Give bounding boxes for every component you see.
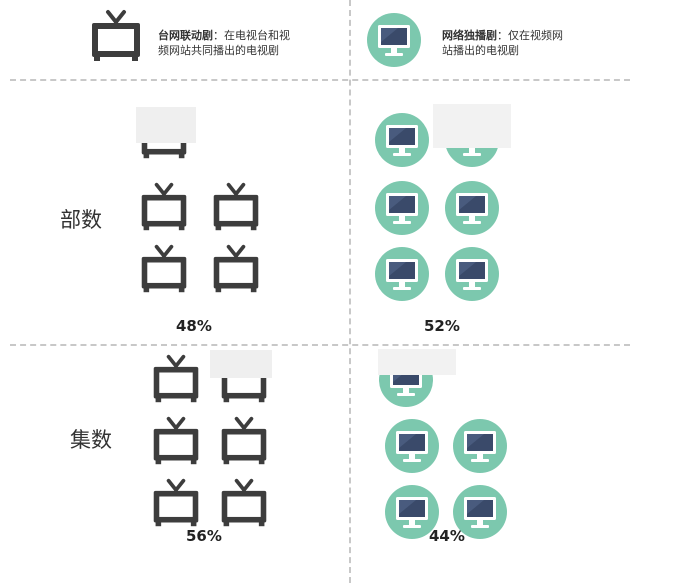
tv-icon bbox=[221, 478, 267, 527]
legend-tv-desc-2: 频网站共同播出的电视剧 bbox=[158, 44, 279, 57]
monitor-icon bbox=[445, 181, 499, 235]
legend-web-text: 网络独播剧：仅在视频网 站播出的电视剧 bbox=[442, 28, 622, 58]
vertical-divider bbox=[349, 0, 351, 583]
tv-icon bbox=[92, 10, 140, 61]
legend-web-desc-2: 站播出的电视剧 bbox=[442, 44, 519, 57]
monitor-icon bbox=[385, 419, 439, 473]
legend-tv-text: 台网联动剧：在电视台和视 频网站共同播出的电视剧 bbox=[158, 28, 338, 58]
row-label-episodes: 集数 bbox=[70, 428, 112, 452]
legend-web-title: 网络独播剧 bbox=[442, 29, 497, 42]
occlusion-patch bbox=[136, 107, 196, 143]
row2-tv-percent: 56% bbox=[186, 527, 222, 545]
tv-icon bbox=[153, 354, 199, 403]
monitor-icon bbox=[375, 247, 429, 301]
legend-tv-title: 台网联动剧 bbox=[158, 29, 213, 42]
tv-icon bbox=[213, 182, 259, 231]
tv-icon bbox=[221, 416, 267, 465]
row1-web-percent: 52% bbox=[424, 317, 460, 335]
occlusion-patch bbox=[433, 104, 511, 148]
tv-icon bbox=[141, 182, 187, 231]
monitor-icon bbox=[445, 247, 499, 301]
monitor-icon bbox=[367, 13, 421, 67]
tv-icon bbox=[153, 416, 199, 465]
legend-web-desc-1: ：仅在视频网 bbox=[497, 29, 563, 42]
row-divider bbox=[10, 344, 630, 346]
tv-icon bbox=[153, 478, 199, 527]
row-label-episodes-count: 部数 bbox=[60, 208, 102, 232]
monitor-icon bbox=[385, 485, 439, 539]
row2-web-percent: 44% bbox=[429, 527, 465, 545]
header-divider bbox=[10, 79, 630, 81]
monitor-icon bbox=[375, 113, 429, 167]
occlusion-patch bbox=[378, 349, 456, 375]
row1-tv-percent: 48% bbox=[176, 317, 212, 335]
tv-icon bbox=[141, 244, 187, 293]
legend-tv-desc-1: ：在电视台和视 bbox=[213, 29, 290, 42]
monitor-icon bbox=[453, 485, 507, 539]
monitor-icon bbox=[375, 181, 429, 235]
monitor-icon bbox=[453, 419, 507, 473]
occlusion-patch bbox=[210, 350, 272, 378]
tv-icon bbox=[213, 244, 259, 293]
